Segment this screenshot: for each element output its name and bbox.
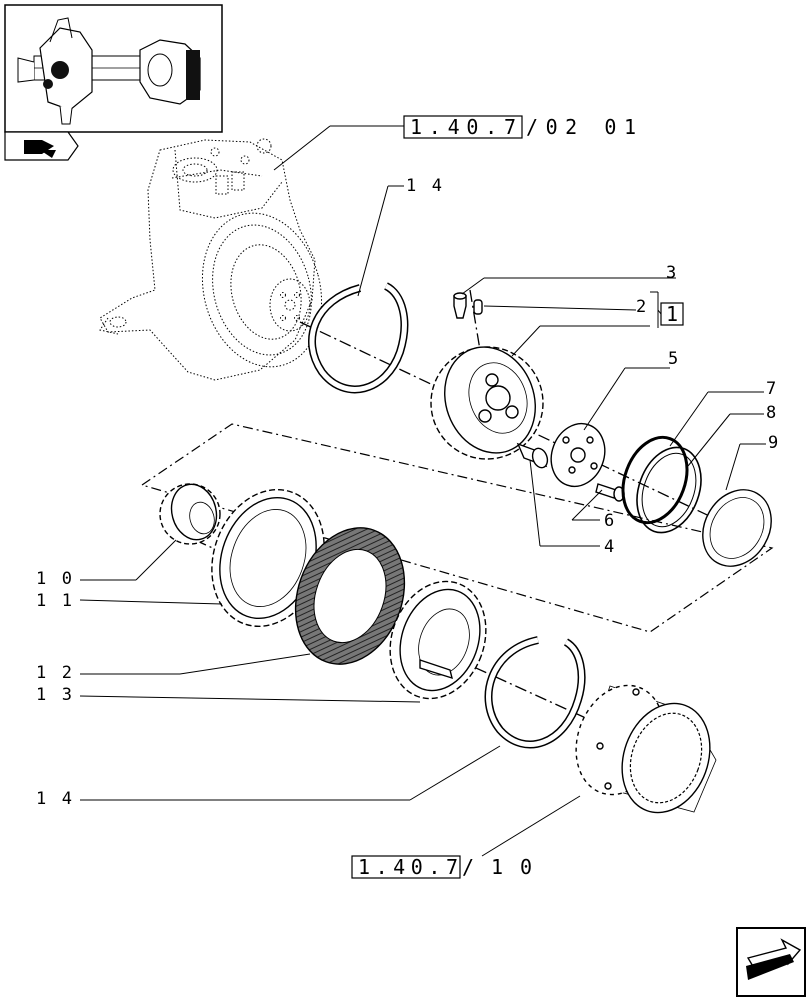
large-ring-gear[interactable]: [193, 474, 342, 642]
axle-assembly-thumbnail[interactable]: [4, 4, 223, 133]
callout-2: 2: [636, 297, 646, 317]
planet-carrier-gear[interactable]: [430, 334, 550, 466]
callout-5: 5: [668, 349, 678, 369]
thrust-plate[interactable]: [543, 416, 614, 494]
reference-top-suffix: /02 01: [526, 115, 636, 139]
grease-fitting[interactable]: [453, 292, 467, 319]
sun-gear[interactable]: [159, 479, 222, 545]
reference-bottom-suffix: /10: [462, 855, 532, 879]
reference-top-code: 1.40.7: [410, 115, 516, 139]
group-reference-box[interactable]: 1: [660, 302, 684, 326]
friction-disc[interactable]: [277, 512, 423, 679]
reference-top[interactable]: 1.40.7 /02 01: [403, 115, 636, 139]
callouts: 14 3 2 5 7 8 9 6 4 10 11 12 13 14: [36, 176, 778, 809]
callout-14-bottom: 14: [36, 789, 72, 809]
callout-12: 12: [36, 663, 72, 683]
steering-knuckle-housing: [99, 138, 323, 381]
seal-ring[interactable]: [626, 438, 712, 541]
group-reference-label: 1: [666, 302, 678, 326]
pin[interactable]: [473, 299, 483, 315]
callout-8: 8: [766, 403, 776, 423]
planet-shaft[interactable]: [516, 442, 550, 470]
screw[interactable]: [595, 483, 625, 502]
callout-7: 7: [766, 379, 776, 399]
clutch-gear[interactable]: [374, 568, 501, 712]
callout-10: 10: [36, 569, 72, 589]
thrust-washer[interactable]: [689, 477, 784, 578]
callout-9: 9: [768, 433, 778, 453]
callout-3: 3: [666, 263, 676, 283]
snap-ring-bottom[interactable]: [484, 636, 586, 749]
reference-bottom-code: 1.40.7: [358, 855, 458, 879]
ring-gear-housing[interactable]: [561, 673, 724, 825]
callout-4: 4: [604, 537, 614, 557]
book-icon[interactable]: [4, 131, 79, 161]
callout-6: 6: [604, 511, 614, 531]
reference-bottom[interactable]: 1.40.7 /10: [351, 855, 532, 879]
callout-13: 13: [36, 685, 72, 705]
snap-ring-top[interactable]: [308, 282, 409, 394]
leader-lines: [79, 125, 766, 857]
callout-11: 11: [36, 591, 72, 611]
o-ring[interactable]: [612, 428, 698, 531]
subassembly-boundary: [140, 423, 774, 633]
next-page-arrow-icon[interactable]: [736, 927, 806, 997]
callout-14-top: 14: [406, 176, 442, 196]
